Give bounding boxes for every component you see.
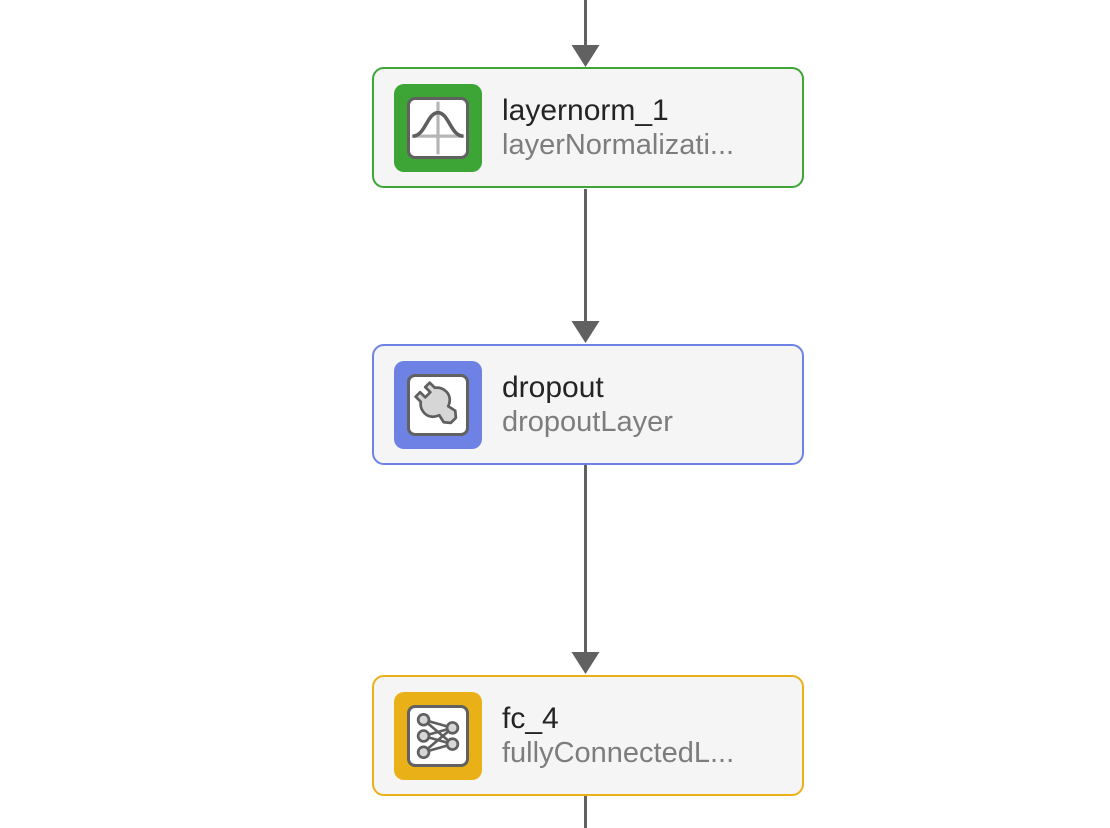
node-text: dropout dropoutLayer [502,370,673,440]
layer-node-fc-4[interactable]: fc_4 fullyConnectedL... [372,675,804,796]
layer-name: fc_4 [502,701,559,735]
connector-layernorm-to-dropout[interactable] [571,189,600,343]
gaussian-curve-icon [407,96,469,159]
connector-dropout-to-fc[interactable] [571,465,600,674]
layer-node-layernorm-1[interactable]: layernorm_1 layerNormalizati... [372,67,804,188]
arrowhead-icon [571,652,600,674]
layer-type: dropoutLayer [502,405,673,438]
node-text: fc_4 fullyConnectedL... [502,701,734,771]
dropout-icon-tile [394,360,482,449]
layer-node-dropout[interactable]: dropout dropoutLayer [372,344,804,465]
node-text: layernorm_1 layerNormalizati... [502,93,734,163]
layernorm-icon-tile [394,83,482,172]
wrench-icon [407,373,469,436]
fully-connected-icon [407,704,469,767]
arrowhead-icon [571,321,600,343]
layer-name: layernorm_1 [502,93,669,127]
layer-name: dropout [502,370,604,404]
layer-type: layerNormalizati... [502,128,735,161]
layer-type: fullyConnectedL... [502,736,735,769]
arrowhead-icon [571,45,600,67]
connector-into-layernorm[interactable] [571,0,600,67]
fc-icon-tile [394,691,482,780]
